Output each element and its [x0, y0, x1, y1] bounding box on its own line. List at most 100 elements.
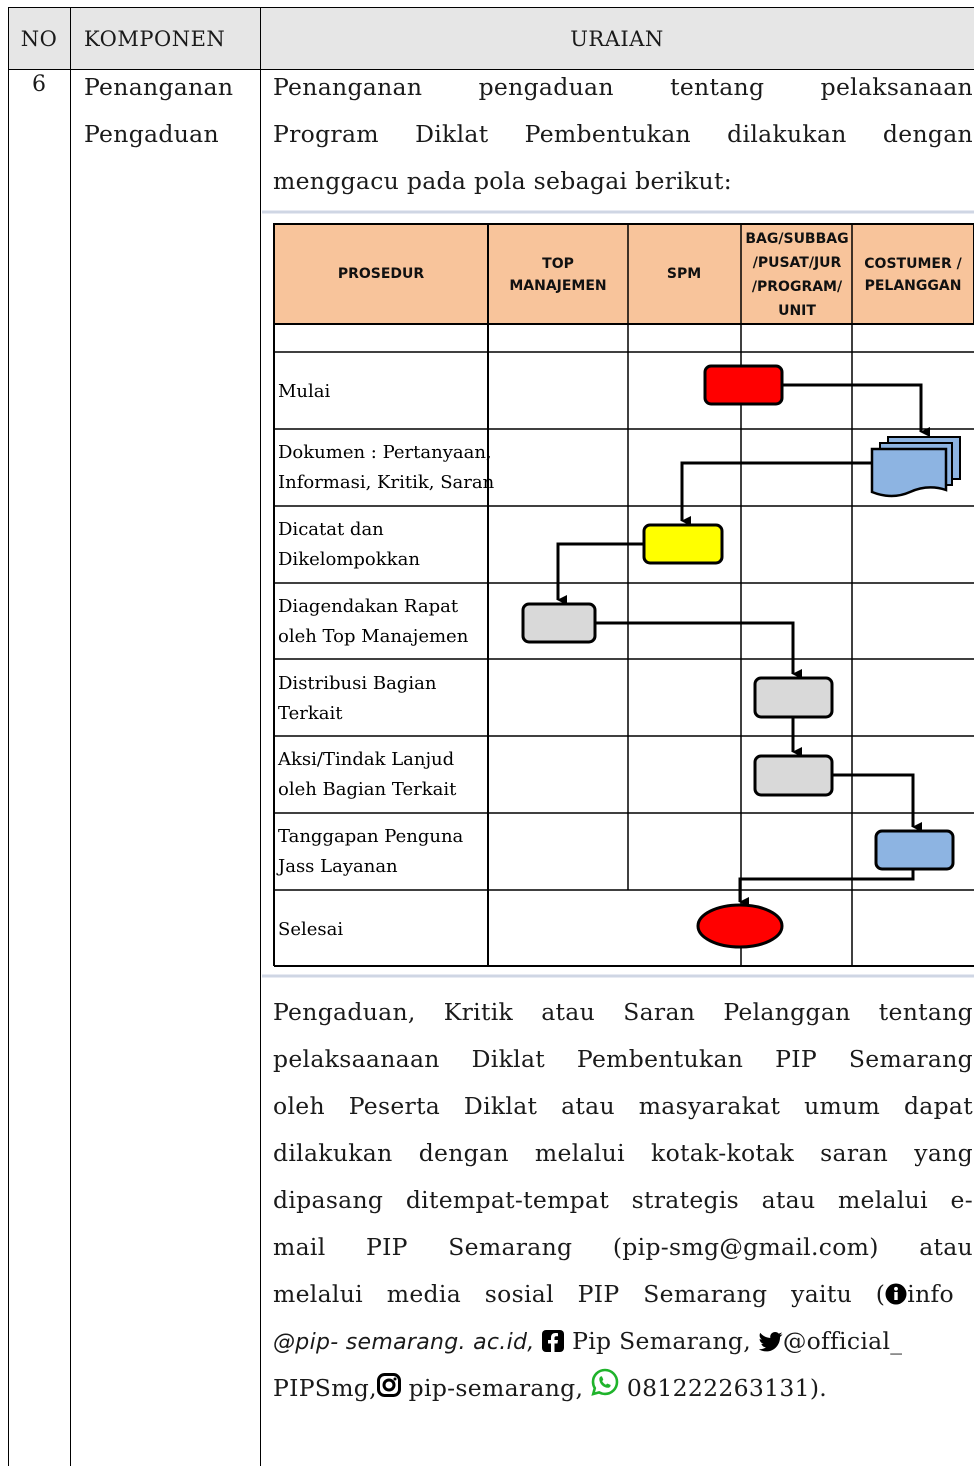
word: PIP: [775, 1045, 817, 1073]
info-label: info: [907, 1280, 954, 1308]
flow-header-band: [273, 223, 974, 325]
flow-header-cust-2: PELANGGAN: [865, 278, 962, 294]
flow-header-bag-1: BAG/SUBBAG: [745, 231, 848, 247]
word: e-: [950, 1186, 973, 1214]
komponen-line-1: Penanganan: [84, 73, 234, 101]
word: melalui: [837, 1186, 928, 1214]
word: oleh: [273, 1092, 325, 1120]
word: dengan: [882, 120, 973, 148]
step-label-2b: Informasi, Kritik, Saran: [278, 472, 495, 493]
word: dilakukan: [727, 120, 847, 148]
word: tentang: [670, 73, 765, 101]
komponen-line-2: Pengaduan: [84, 120, 219, 148]
word: PIP: [365, 1233, 408, 1261]
word: dengan: [418, 1139, 509, 1167]
paragraph-line-6: mail PIP Semarang (pip-smg@gmail.com) atau: [273, 1224, 973, 1271]
word: (pip-smg@gmail.com): [612, 1233, 879, 1261]
step-label-7a: Tanggapan Penguna: [278, 826, 464, 847]
word: strategis: [631, 1186, 740, 1214]
header-bottom-border: [8, 69, 974, 70]
word: Pembentukan: [524, 120, 691, 148]
step-label-6b: oleh Bagian Terkait: [278, 779, 457, 800]
website-text: @pip- semarang. ac.id,: [273, 1330, 535, 1355]
word: pengaduan: [478, 73, 614, 101]
flow-header-cust-1: COSTUMER /: [864, 256, 962, 272]
header-uraian: URAIAN: [570, 26, 664, 51]
word: Semarang: [448, 1233, 573, 1261]
connector-rapat-to-distribusi: [595, 621, 802, 679]
column-divider-no: [70, 7, 71, 1466]
whatsapp-text: 081222263131).: [619, 1374, 828, 1402]
shape-dicatat: [642, 523, 724, 565]
word: mail: [273, 1233, 326, 1261]
shape-tanggapan: [874, 829, 955, 871]
word: Diklat: [471, 1045, 545, 1073]
word: Kritik: [443, 998, 514, 1026]
word: Pengaduan,: [273, 998, 416, 1026]
shape-rapat: [521, 602, 597, 644]
facebook-icon: [542, 1330, 565, 1352]
word: saran: [820, 1139, 889, 1167]
connector-yellow-to-rapat: [556, 542, 644, 605]
shape-start: [703, 364, 784, 406]
flow-header-spm: SPM: [667, 266, 701, 282]
intro-line-3: menggacu pada pola sebagai berikut:: [273, 167, 732, 195]
step-label-6a: Aksi/Tindak Lanjud: [277, 749, 454, 770]
flow-header-bag-2: /PUSAT/JUR: [753, 255, 842, 271]
word: pelaksaanaan: [273, 1045, 440, 1073]
flow-header-top-2: MANAJEMEN: [509, 278, 606, 294]
step-label-4b: oleh Top Manajemen: [278, 626, 469, 647]
table-left-border: [8, 7, 9, 1466]
shape-distribusi: [753, 676, 834, 719]
flow-header-top-1: TOP: [542, 256, 574, 272]
word: Pelanggan: [723, 998, 851, 1026]
paragraph-line-3: oleh Peserta Diklat atau masyarakat umum dapat: [273, 1083, 973, 1130]
connector-aksi-to-tanggapan: [832, 773, 922, 832]
paragraph-line-7-text: melalui media sosial PIP Semarang yaitu …: [273, 1280, 886, 1308]
instagram-icon: [376, 1373, 401, 1397]
step-label-1: Mulai: [278, 381, 331, 402]
step-label-2a: Dokumen : Pertanyaan,: [278, 442, 492, 463]
connector-start-to-doc: [782, 383, 930, 437]
info-icon: [885, 1283, 907, 1305]
step-label-4a: Diagendakan Rapat: [278, 596, 459, 617]
paragraph-line-8: @pip- semarang. ac.id, Pip Semarang, @of…: [273, 1318, 973, 1365]
word: Peserta: [348, 1092, 441, 1120]
step-label-3a: Dicatat dan: [278, 519, 384, 540]
word: masyarakat: [638, 1092, 781, 1120]
instagram-text: pip-semarang,: [400, 1374, 592, 1402]
flow-header-bag-3: /PROGRAM/: [752, 279, 843, 295]
word: yang: [914, 1139, 973, 1167]
flow-header-prosedur: PROSEDUR: [338, 266, 425, 282]
word: atau: [761, 1186, 816, 1214]
word: Semarang: [848, 1045, 973, 1073]
connector-doc-to-yellow: [680, 461, 872, 526]
header-background: [8, 8, 974, 69]
word: kotak-kotak: [651, 1139, 795, 1167]
word: Diklat: [463, 1092, 538, 1120]
paragraph-line-5: dipasang ditempat-tempat strategis atau mela…: [273, 1177, 973, 1224]
word: atau: [919, 1233, 973, 1261]
shape-documents: [870, 436, 961, 498]
header-no: NO: [20, 26, 58, 51]
word: ditempat-tempat: [405, 1186, 610, 1214]
shape-end: [696, 903, 784, 949]
row-number: 6: [32, 72, 46, 97]
flow-connectors: [556, 383, 930, 907]
word: atau: [561, 1092, 615, 1120]
shape-aksi: [753, 754, 834, 797]
word: atau: [541, 998, 596, 1026]
twitter-handle-a: @official_: [782, 1327, 903, 1355]
step-label-3b: Dikelompokkan: [278, 549, 420, 570]
facebook-text: Pip Semarang,: [564, 1327, 759, 1355]
step-label-5a: Distribusi Bagian: [278, 673, 437, 694]
word: Diklat: [415, 120, 489, 148]
word: dipasang: [273, 1186, 384, 1214]
word: dapat: [903, 1092, 973, 1120]
step-label-8: Selesai: [278, 919, 343, 940]
flowchart: PROSEDUR TOP MANAJEMEN SPM BAG/SUBBAG /P…: [262, 210, 974, 978]
word: umum: [804, 1092, 881, 1120]
